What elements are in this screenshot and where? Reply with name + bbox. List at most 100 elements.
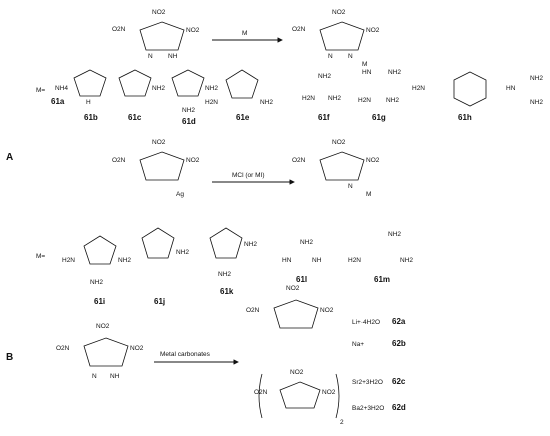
label-61e: 61e [236,113,250,122]
svg-text:NO2: NO2 [96,323,110,330]
label-61g: 61g [372,113,386,122]
label-62c: 62c [392,377,406,386]
cation-61e-triaminotriazolium: H2N NH2 [205,69,273,106]
svg-text:NO2: NO2 [320,307,334,314]
section-label-b: B [6,352,13,363]
svg-text:NH2: NH2 [388,69,401,76]
trinitropyrazole-reactant-b: NO2 O2N NO2 N NH [56,323,144,380]
svg-text:NO2: NO2 [322,389,336,396]
label-61f: 61f [318,113,330,122]
svg-text:O2N: O2N [254,389,268,396]
svg-text:NH2: NH2 [182,107,195,114]
svg-text:NH2: NH2 [530,75,543,82]
svg-text:H2N: H2N [412,85,425,92]
label-62a: 62a [392,317,406,326]
svg-text:NH2: NH2 [118,257,131,264]
m-equals-1: M= [36,87,45,94]
svg-text:NH2: NH2 [244,241,257,248]
svg-text:NH: NH [168,53,178,60]
section-label-a: A [6,152,13,163]
svg-text:N: N [148,53,153,60]
svg-text:NH2: NH2 [176,249,189,256]
svg-text:NO2: NO2 [286,285,300,292]
label-62b: 62b [392,339,406,348]
svg-text:NO2: NO2 [152,9,166,16]
cation-61f-guanidinium: NH2 H2N NH2 [302,73,341,102]
svg-text:NO2: NO2 [290,369,304,376]
svg-text:H2N: H2N [302,95,315,102]
svg-text:N: N [348,53,353,60]
svg-text:NH2: NH2 [400,257,413,264]
svg-text:O2N: O2N [112,157,126,164]
label-61j: 61j [154,297,165,306]
svg-text:NH2: NH2 [530,99,543,106]
svg-text:NO2: NO2 [366,157,380,164]
svg-text:H2N: H2N [348,257,361,264]
svg-text:NO2: NO2 [366,27,380,34]
label-61l: 61l [296,275,307,284]
svg-text:NH2: NH2 [386,97,399,104]
silver-trinitropyrazolate-reactant: NO2 O2N NO2 Ag [112,139,200,198]
svg-text:HN: HN [506,85,516,92]
label-61a: 61a [51,97,65,106]
m-equals-2: M= [36,253,45,260]
svg-text:N: N [328,53,333,60]
svg-text:NH2: NH2 [152,85,165,92]
cation-61b-triazolium: H [73,69,107,106]
label-61i: 61i [94,297,105,306]
svg-text:NH2: NH2 [388,231,401,238]
trinitropyrazolate-product-2: NO2 O2N NO2 N M [292,139,380,198]
svg-text:NO2: NO2 [152,139,166,146]
salt-ba-formula: Ba2+3H2O [352,405,384,412]
svg-text:O2N: O2N [56,345,70,352]
cation-61m-triaminoguanidinium: NH2 H2N NH2 [348,231,413,264]
arrow-label-m: M [242,30,247,37]
alkali-salt-anion: NO2 O2N NO2 [246,285,334,329]
svg-text:NO2: NO2 [186,157,200,164]
arrow-label-metal-carbonates: Metal carbonates [160,351,211,358]
svg-text:O2N: O2N [112,26,126,33]
label-61m: 61m [374,275,390,284]
cation-61c-aminotriazolium: NH2 [118,69,165,97]
svg-text:O2N: O2N [292,26,306,33]
svg-text:NO2: NO2 [130,345,144,352]
label-61d: 61d [182,117,196,126]
salt-na-formula: Na+ [352,341,364,348]
svg-text:HN: HN [282,257,292,264]
cation-61g-aminoguanidinium: HN NH2 H2N NH2 [358,69,401,104]
salt-li-formula: Li+·4H2O [352,319,380,326]
svg-text:NH2: NH2 [260,99,273,106]
bracket-subscript-2: 2 [340,419,344,426]
alkaline-earth-salt-anion: NO2 O2N NO2 2 [254,369,344,426]
salt-sr-formula: Sr2+3H2O [352,379,383,386]
svg-text:NO2: NO2 [332,9,346,16]
svg-text:H: H [86,99,91,106]
salt-list: Li+·4H2O 62a Na+ 62b Sr2+3H2O 62c Ba2+3H… [352,317,406,412]
svg-text:H2N: H2N [62,257,75,264]
svg-text:O2N: O2N [246,307,260,314]
trinitropyrazole-reactant-1: NO2 O2N NO2 N NH [112,9,200,60]
svg-text:NO2: NO2 [332,139,346,146]
svg-text:HN: HN [362,69,372,76]
svg-text:NH2: NH2 [205,85,218,92]
svg-text:H2N: H2N [205,99,218,106]
svg-text:H2N: H2N [358,97,371,104]
svg-text:NH2: NH2 [218,271,231,278]
cation-61h-tetrazine-bisguanidinium: H2N HN NH2 NH2 [412,71,543,107]
label-61h: 61h [458,113,472,122]
trinitropyrazolate-product-1: NO2 O2N NO2 N N M [292,9,380,68]
label-62d: 62d [392,403,406,412]
cation-61k-tetrazolium: NH2 NH2 [209,227,257,278]
cation-61j-tetrazolium: NH2 [141,227,189,259]
svg-text:NH2: NH2 [300,239,313,246]
svg-text:N: N [348,183,353,190]
svg-text:NH2: NH2 [328,95,341,102]
cation-61i-triaminotriazolium: H2N NH2 NH2 [62,235,131,286]
svg-text:NH2: NH2 [90,279,103,286]
svg-text:N: N [92,373,97,380]
svg-text:M: M [362,61,367,68]
svg-text:NH: NH [312,257,322,264]
label-61b: 61b [84,113,98,122]
arrow-label-mcl: MCl (or MI) [232,172,265,179]
